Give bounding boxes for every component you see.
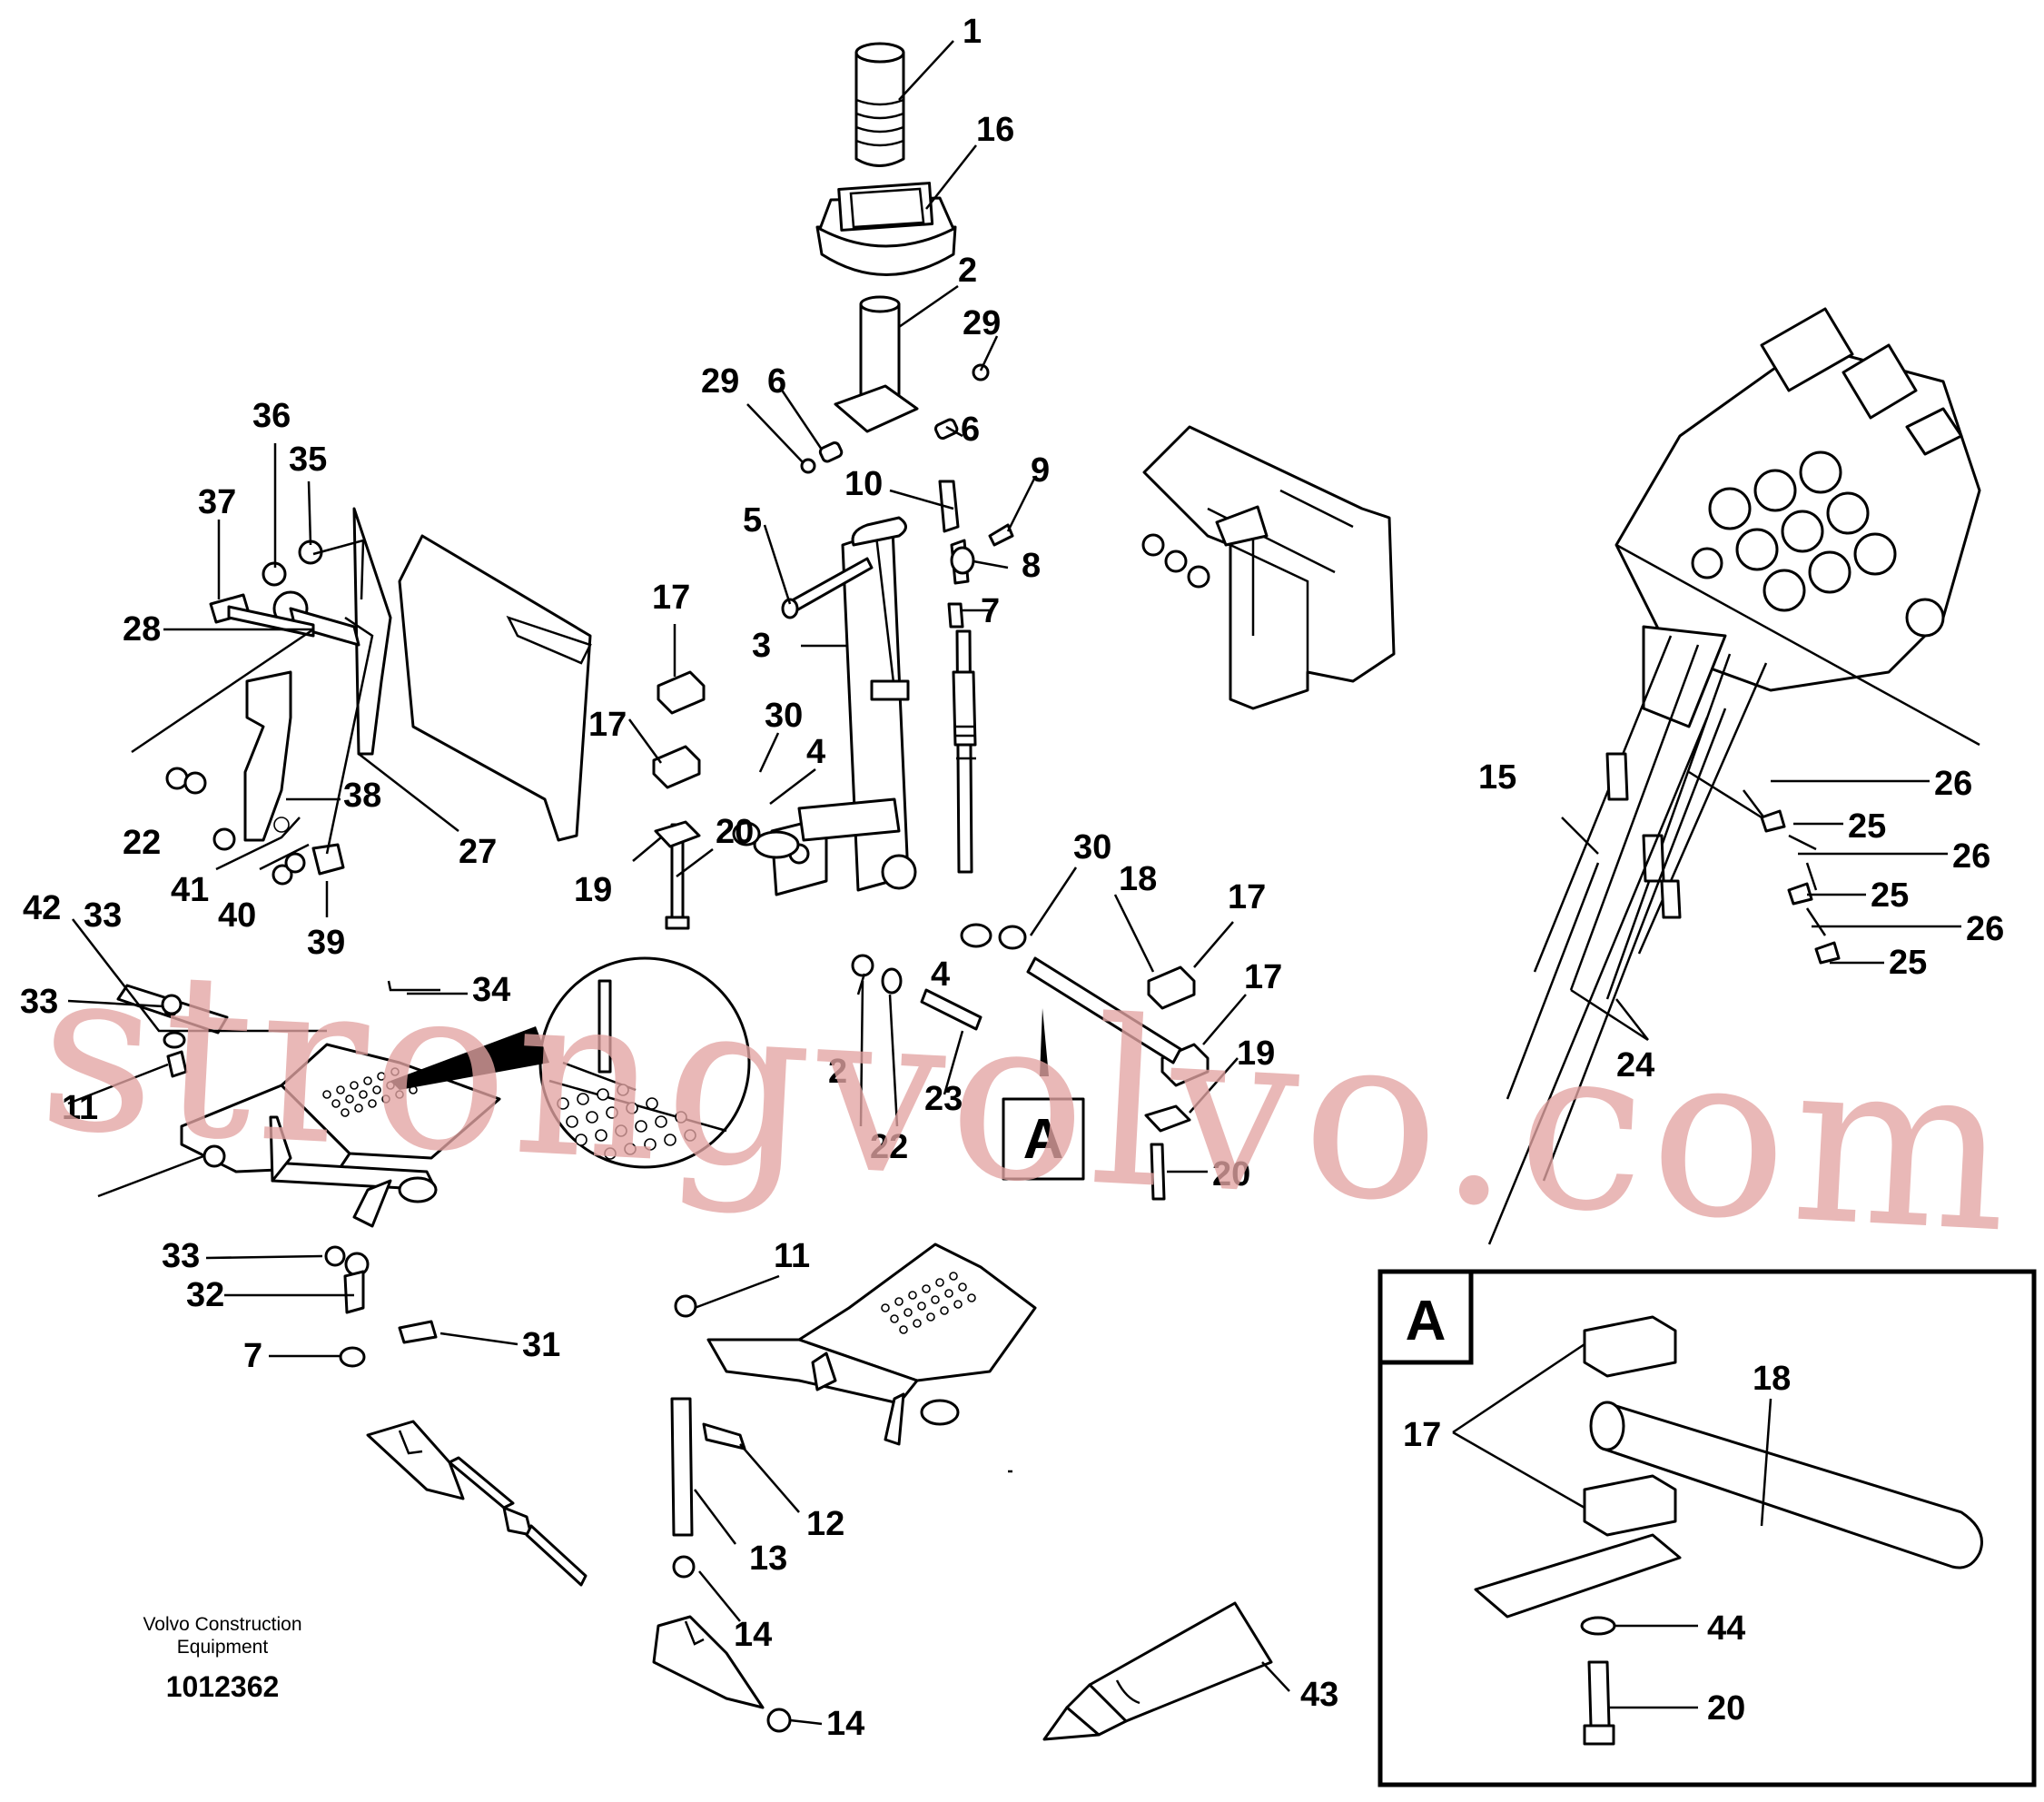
callout-40: 40 (218, 896, 256, 935)
callout-1: 1 (963, 13, 982, 51)
callout-5: 5 (743, 501, 762, 540)
callout-7: 7 (243, 1337, 262, 1375)
callout-20: 20 (716, 813, 754, 851)
callout-29: 29 (963, 304, 1001, 342)
callout-17: 17 (1244, 958, 1282, 996)
sealant-tube (1042, 1601, 1273, 1741)
callout-26: 26 (1966, 910, 2004, 948)
pedal-left (180, 1043, 501, 1228)
company-name-line2: Equipment (177, 1637, 269, 1658)
callout-33: 33 (84, 896, 122, 935)
callout-20: 20 (1212, 1155, 1250, 1193)
left-hardware (116, 540, 345, 1078)
callout-14: 14 (734, 1616, 772, 1654)
callout-25: 25 (1848, 807, 1886, 846)
clamp-set-left (652, 670, 706, 848)
callout-35: 35 (289, 441, 327, 479)
callout-13: 13 (749, 1540, 787, 1578)
view-a-label: A (1023, 1108, 1064, 1171)
callout-22: 22 (870, 1128, 908, 1166)
drawing-number: 1012362 (166, 1670, 280, 1703)
footer-block: Volvo Construction Equipment 1012362 (143, 1614, 301, 1703)
callout-26: 26 (1952, 837, 1990, 876)
leader-lines (67, 40, 1961, 1726)
hardware-small (665, 363, 1014, 995)
callout-24: 24 (1616, 1046, 1654, 1084)
callout-6: 6 (767, 362, 786, 401)
callout-28: 28 (123, 610, 161, 649)
callout-41: 41 (171, 871, 209, 909)
pedal-left-holes (322, 1067, 418, 1117)
callout-8: 8 (1022, 547, 1041, 585)
left-panel (352, 507, 592, 842)
callout-17: 17 (588, 706, 627, 744)
callout-numbers: 1 16 2 29 29 6 6 10 9 5 8 7 3 17 17 30 4… (20, 13, 2004, 1743)
pedal-bottom-holes (881, 1272, 976, 1334)
callout-43: 43 (1300, 1676, 1338, 1714)
callout-33: 33 (20, 983, 58, 1021)
detail-view-a: A (1377, 1269, 2037, 1787)
callout-6: 6 (961, 411, 980, 449)
callout-30: 30 (1073, 828, 1111, 866)
callout-39: 39 (307, 924, 345, 962)
linkage-left (324, 1245, 588, 1587)
callout-22: 22 (123, 824, 161, 862)
callout-25: 25 (1871, 876, 1909, 915)
callout-14: 14 (826, 1705, 864, 1743)
callout-25: 25 (1889, 944, 1927, 982)
callout-17: 17 (1228, 878, 1266, 916)
callout-34: 34 (472, 971, 510, 1009)
callout-20: 20 (1707, 1689, 1745, 1728)
callout-38: 38 (343, 777, 381, 815)
callout-15: 15 (1478, 758, 1516, 797)
callout-10: 10 (844, 465, 883, 503)
company-name: Volvo Construction (143, 1614, 301, 1635)
control-valve (1614, 307, 1981, 747)
callout-33: 33 (162, 1237, 200, 1275)
callout-37: 37 (198, 483, 236, 521)
callout-30: 30 (765, 697, 803, 735)
callout-9: 9 (1031, 451, 1050, 490)
cables (1487, 635, 1841, 1245)
view-a-marker: A (1002, 1008, 1085, 1181)
callout-2: 2 (828, 1053, 847, 1091)
watermark: strongvolvo.com (34, 916, 2020, 1282)
callout-4: 4 (806, 733, 825, 771)
callout-7: 7 (981, 592, 1000, 630)
callout-17: 17 (1403, 1416, 1441, 1454)
callout-23: 23 (924, 1080, 963, 1118)
callout-18: 18 (1753, 1360, 1791, 1398)
control-rod (947, 539, 977, 874)
callout-29: 29 (701, 362, 739, 401)
support-bracket (243, 590, 360, 842)
callout-18: 18 (1119, 860, 1157, 898)
callout-36: 36 (252, 397, 291, 435)
callout-19: 19 (1237, 1035, 1275, 1073)
callout-3: 3 (752, 627, 771, 665)
mount-bracket (1141, 425, 1396, 710)
callout-2: 2 (958, 252, 977, 290)
callout-11: 11 (774, 1237, 810, 1275)
clamp-set-right (920, 923, 1210, 1201)
callout-44: 44 (1707, 1609, 1745, 1648)
callout-19: 19 (574, 871, 612, 909)
callout-42: 42 (23, 889, 61, 927)
lever-tube (834, 295, 919, 433)
callout-4: 4 (931, 955, 950, 994)
callout-26: 26 (1934, 765, 1972, 803)
callout-32: 32 (186, 1276, 224, 1314)
detail-label: A (1406, 1290, 1447, 1352)
callout-11: 11 (62, 1089, 98, 1127)
rubber-boot (815, 182, 957, 276)
callout-12: 12 (806, 1505, 844, 1543)
lever-knob (854, 42, 905, 167)
callout-27: 27 (459, 833, 497, 871)
callout-31: 31 (522, 1326, 560, 1364)
callout-17: 17 (652, 579, 690, 617)
magnifier-holes (557, 979, 696, 1160)
pedal-bottom (652, 1243, 1037, 1733)
callout-16: 16 (976, 111, 1014, 149)
